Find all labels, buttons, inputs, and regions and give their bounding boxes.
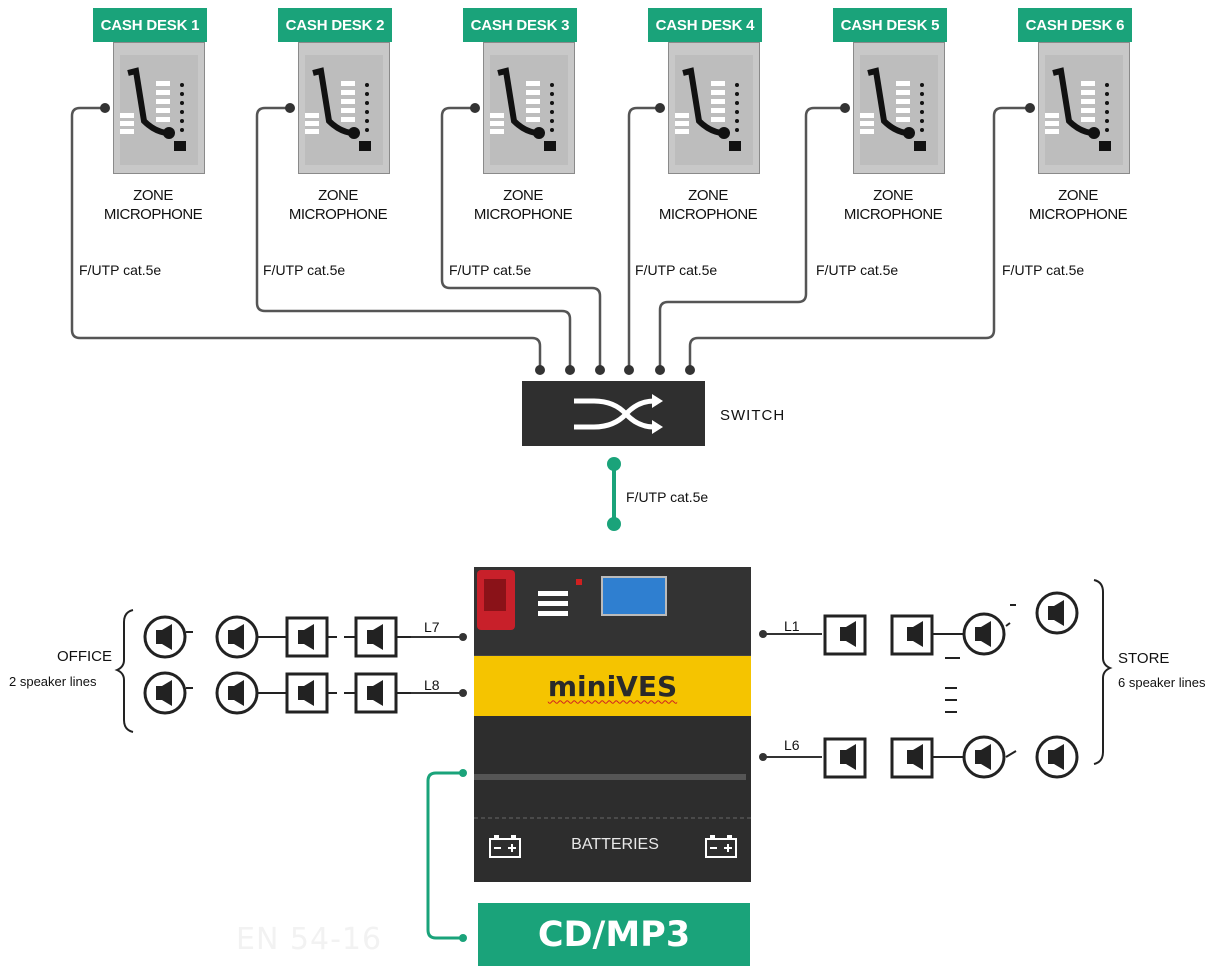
- zone-microphone-device: [853, 42, 945, 174]
- cash-desk-label: CASH DESK 6: [1018, 8, 1132, 42]
- cd-mp3-label: CD/MP3: [537, 914, 691, 955]
- microphone-icon: [490, 55, 568, 165]
- brand-name: miniVES: [547, 669, 678, 703]
- cable-label: F/UTP cat.5e: [635, 262, 718, 278]
- battery-icon: [705, 835, 737, 858]
- zone-microphone-device: [298, 42, 390, 174]
- microphone-icon: [675, 55, 753, 165]
- watermark: EN 54-16: [236, 922, 383, 957]
- cable-label: F/UTP cat.5e: [1002, 262, 1085, 278]
- zone-microphone-device: [113, 42, 205, 174]
- microphone-icon: [860, 55, 938, 165]
- miniVES-controller: [474, 567, 751, 882]
- switch-label: SWITCH: [720, 407, 786, 424]
- zone-microphone-device: [668, 42, 760, 174]
- cash-desk-label: CASH DESK 1: [93, 8, 207, 42]
- cash-desk-label: CASH DESK 3: [463, 8, 577, 42]
- cash-desk-label: CASH DESK 4: [648, 8, 762, 42]
- cd-mp3-source: CD/MP3: [478, 903, 750, 966]
- cable-label: F/UTP cat.5e: [816, 262, 899, 278]
- batteries-label: BATTERIES: [571, 836, 659, 853]
- microphone-icon: [120, 55, 198, 165]
- microphone-icon: [1045, 55, 1123, 165]
- cable-label: F/UTP cat.5e: [263, 262, 346, 278]
- microphone-icon: [305, 55, 383, 165]
- network-switch: [522, 381, 705, 446]
- switch-arrows-icon: [574, 394, 663, 434]
- uplink-cable-label: F/UTP cat.5e: [626, 489, 709, 505]
- brand-band: miniVES: [474, 656, 751, 716]
- store-title: STORE: [1118, 650, 1170, 667]
- line-label: L7: [424, 619, 440, 635]
- office-title: OFFICE: [57, 648, 112, 665]
- cash-desk-label: CASH DESK 5: [833, 8, 947, 42]
- line-label: L8: [424, 677, 440, 693]
- zone-microphone-device: [483, 42, 575, 174]
- zone-microphone-device: [1038, 42, 1130, 174]
- cable-label: F/UTP cat.5e: [449, 262, 532, 278]
- line-label: L6: [784, 737, 800, 753]
- office-subtitle: 2 speaker lines: [9, 674, 97, 689]
- office-speakers: [143, 615, 411, 715]
- store-speakers: [823, 591, 1079, 779]
- battery-icon: [489, 835, 521, 858]
- line-label: L1: [784, 618, 800, 634]
- store-subtitle: 6 speaker lines: [1118, 675, 1206, 690]
- cash-desk-label: CASH DESK 2: [278, 8, 392, 42]
- controller-front-panel: [474, 567, 751, 819]
- cable-label: F/UTP cat.5e: [79, 262, 162, 278]
